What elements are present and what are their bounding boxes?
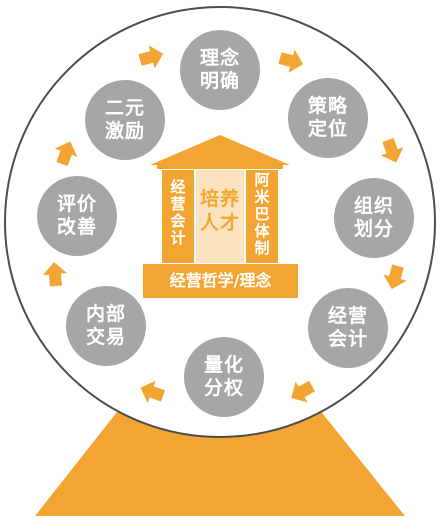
cycle-node-label: 组织 划分 — [353, 195, 394, 240]
temple-building — [143, 135, 298, 298]
arrow-6-to-7 — [42, 262, 67, 287]
cycle-node-label: 二元 激励 — [104, 97, 145, 142]
cycle-node-label: 经营 会计 — [327, 305, 368, 350]
temple-base — [143, 264, 298, 298]
cycle-node-internal-trade: 内部 交易 — [66, 286, 146, 366]
cycle-node-organization: 组织 划分 — [334, 178, 414, 258]
arrow-4-to-5 — [291, 380, 315, 403]
cycle-node-evaluation: 评价 改善 — [37, 176, 117, 256]
cycle-node-label: 内部 交易 — [85, 303, 126, 348]
temple-left-pillar — [162, 170, 194, 263]
arrow-8-to-1 — [138, 45, 164, 69]
arrow-5-to-6 — [140, 380, 166, 404]
right-pillar-label: 阿米巴体制 — [254, 171, 270, 257]
arrow-7-to-8 — [54, 141, 78, 167]
center-title: 培养 人才 — [199, 188, 240, 234]
temple-right-pillar — [246, 170, 278, 263]
cycle-node-label: 策略 定位 — [307, 95, 348, 140]
arrow-2-to-3 — [380, 137, 404, 163]
cycle-node-label: 评价 改善 — [56, 193, 97, 238]
left-pillar-label: 经营会计 — [170, 178, 186, 247]
arrow-3-to-4 — [383, 264, 407, 290]
arrow-1-to-2 — [278, 49, 304, 73]
cycle-node-mission: 理念 明确 — [180, 30, 260, 110]
cycle-node-label: 量化 分权 — [203, 354, 244, 399]
globe-stand — [35, 398, 405, 516]
cycle-node-decentralization: 量化 分权 — [184, 337, 264, 417]
temple-roof-beam — [157, 162, 283, 169]
cycle-node-strategy: 策略 定位 — [288, 78, 368, 158]
cycle-arrows — [42, 45, 407, 404]
temple-center-panel — [196, 170, 244, 263]
cycle-node-accounting: 经营 会计 — [308, 288, 388, 368]
base-label: 经营哲学/理念 — [169, 271, 272, 290]
cycle-node-incentive: 二元 激励 — [85, 80, 165, 160]
cycle-node-label: 理念 明确 — [199, 47, 240, 92]
temple-roof — [150, 135, 290, 165]
